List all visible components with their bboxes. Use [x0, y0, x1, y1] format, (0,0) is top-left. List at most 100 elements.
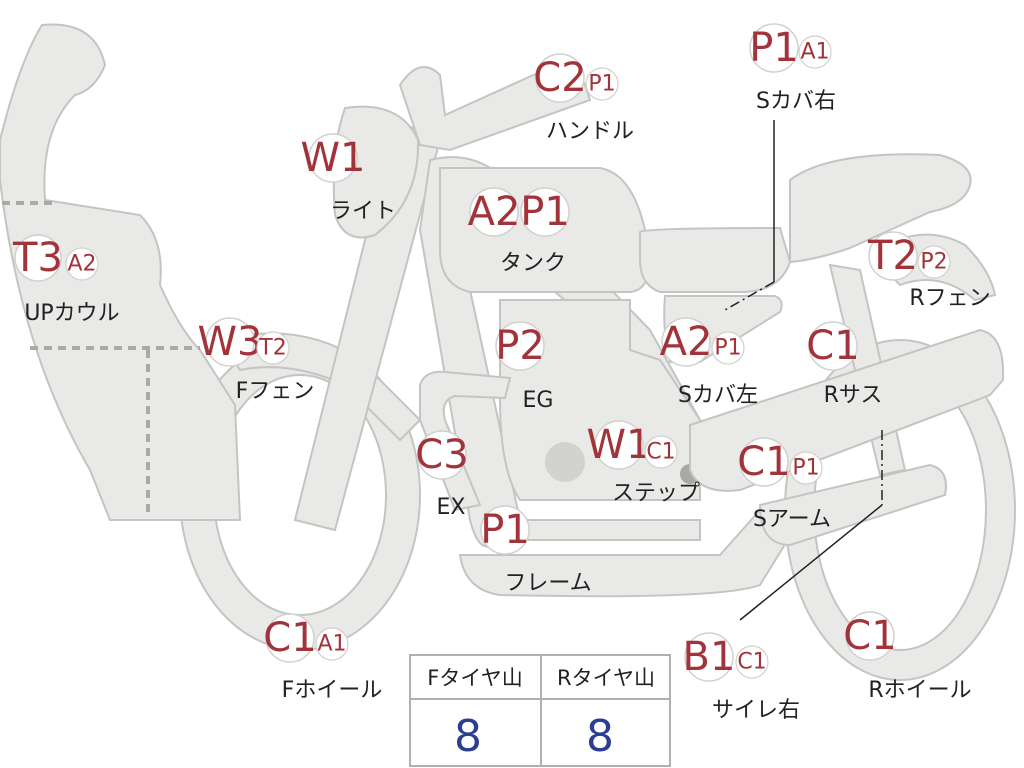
grade-badge [868, 231, 918, 281]
grade-primary: C1 [843, 613, 896, 659]
grade-badge [808, 321, 858, 371]
part-callout: C3 EX [415, 430, 469, 520]
front-tire-value: 8 [454, 711, 482, 762]
part-label: EX [437, 495, 466, 520]
grade-badge [520, 187, 570, 237]
lower-frame-shape [458, 508, 802, 598]
part-callout: C1 P1 Sアーム [737, 437, 831, 532]
part-label: Rサス [824, 383, 883, 408]
grade-primary: T2 [867, 233, 918, 279]
grade-badge [739, 437, 789, 487]
grade-secondary: A2 [67, 252, 96, 277]
part-label: Fフェン [236, 379, 315, 404]
grade-badge [480, 505, 530, 555]
tire-tread-table: Fタイヤ山 Rタイヤ山 8 8 [409, 654, 671, 767]
grade-primary: P2 [495, 323, 545, 369]
grade-badge-secondary [585, 67, 619, 101]
part-callout: A2 P1 Sカバ左 [660, 317, 758, 408]
part-label: UPカウル [24, 301, 119, 326]
grade-primary: C3 [415, 432, 468, 478]
part-callout: C2 P1 ハンドル [533, 53, 634, 144]
part-label: サイレ右 [712, 698, 800, 723]
grade-primary: W1 [301, 135, 366, 181]
seat-shape [639, 226, 792, 293]
grade-primary: A2 [660, 319, 713, 365]
grade-primary: P1 [749, 25, 799, 71]
grade-secondary: P1 [520, 189, 570, 235]
grade-primary: W3 [198, 319, 263, 365]
grade-badge-secondary [917, 245, 951, 279]
part-label: Sカバ左 [678, 383, 758, 408]
grade-badge [469, 187, 519, 237]
grade-badge-secondary [711, 331, 745, 365]
leader-s-cover-right-dash [724, 281, 775, 311]
grade-badge [205, 317, 255, 367]
grade-secondary: P1 [588, 72, 615, 97]
grade-primary: T3 [12, 235, 63, 281]
grade-secondary: A1 [317, 632, 346, 657]
grade-badge [417, 430, 467, 480]
grade-secondary: T2 [258, 336, 286, 361]
engine-cover-shape [545, 442, 585, 482]
grade-secondary: P1 [714, 336, 741, 361]
part-callout: C1 A1 Fホイール [263, 613, 383, 703]
leader-lines [724, 120, 883, 621]
part-callout: B1 C1 サイレ右 [683, 632, 800, 723]
grade-primary: P1 [480, 507, 530, 553]
grade-secondary: P2 [920, 250, 947, 275]
grade-badge-secondary [644, 435, 678, 469]
grade-badge [308, 133, 358, 183]
grade-primary: W1 [587, 422, 652, 468]
part-callout: T3 A2 UPカウル [12, 234, 120, 326]
part-callout: T2 P2 Rフェン [867, 231, 991, 311]
part-label: フレーム [504, 571, 591, 596]
front-tire-header: Fタイヤ山 [427, 666, 522, 690]
tail-cowl-shape [789, 153, 972, 264]
grade-primary: C1 [806, 323, 859, 369]
part-callout: W3 T2 Fフェン [198, 317, 315, 404]
part-callout: P2 EG [495, 321, 554, 413]
part-label: Rフェン [909, 286, 990, 311]
part-label: Fホイール [282, 678, 383, 703]
grade-badge [495, 321, 545, 371]
part-label: ライト [330, 199, 396, 224]
grade-badge-secondary [315, 627, 349, 661]
grade-badge-secondary [256, 331, 290, 365]
grade-badge-secondary [798, 35, 832, 69]
part-label: Sカバ右 [756, 89, 836, 114]
grade-badge [594, 420, 644, 470]
grade-primary: C1 [263, 615, 316, 661]
grade-badge [14, 234, 62, 282]
part-callout: A2 P1 タンク [468, 187, 570, 276]
part-callout: C1 Rホイール [843, 611, 972, 703]
upper-cowl-shape [0, 23, 242, 521]
part-label: EG [523, 388, 554, 413]
silencer-shape [758, 463, 947, 547]
grade-secondary: C1 [737, 650, 766, 675]
leader-silencer-diagonal [739, 504, 883, 621]
rear-tire-header: Rタイヤ山 [557, 666, 655, 690]
grade-secondary: P1 [792, 456, 819, 481]
part-label: Rホイール [868, 678, 971, 703]
part-label: ステップ [612, 481, 700, 506]
grade-badge [535, 53, 585, 103]
part-label: ハンドル [546, 119, 634, 144]
grade-badge-secondary [65, 247, 99, 281]
part-callout: C1 Rサス [806, 321, 883, 408]
part-callout: W1 ライト [301, 133, 396, 224]
part-callout: P1 フレーム [480, 505, 592, 596]
grade-primary: C1 [737, 439, 790, 485]
grade-primary: C2 [533, 55, 586, 101]
grade-badge [845, 611, 895, 661]
grade-primary: A2 [468, 189, 521, 235]
part-label: タンク [500, 251, 566, 276]
grade-badge [749, 23, 799, 73]
grade-badge-secondary [735, 645, 769, 679]
grade-primary: B1 [683, 634, 736, 680]
grade-badge-secondary [789, 451, 823, 485]
grade-badge [265, 613, 315, 663]
part-label: Sアーム [753, 507, 831, 532]
grade-secondary: C1 [646, 440, 675, 465]
rear-tire-value: 8 [586, 711, 614, 762]
